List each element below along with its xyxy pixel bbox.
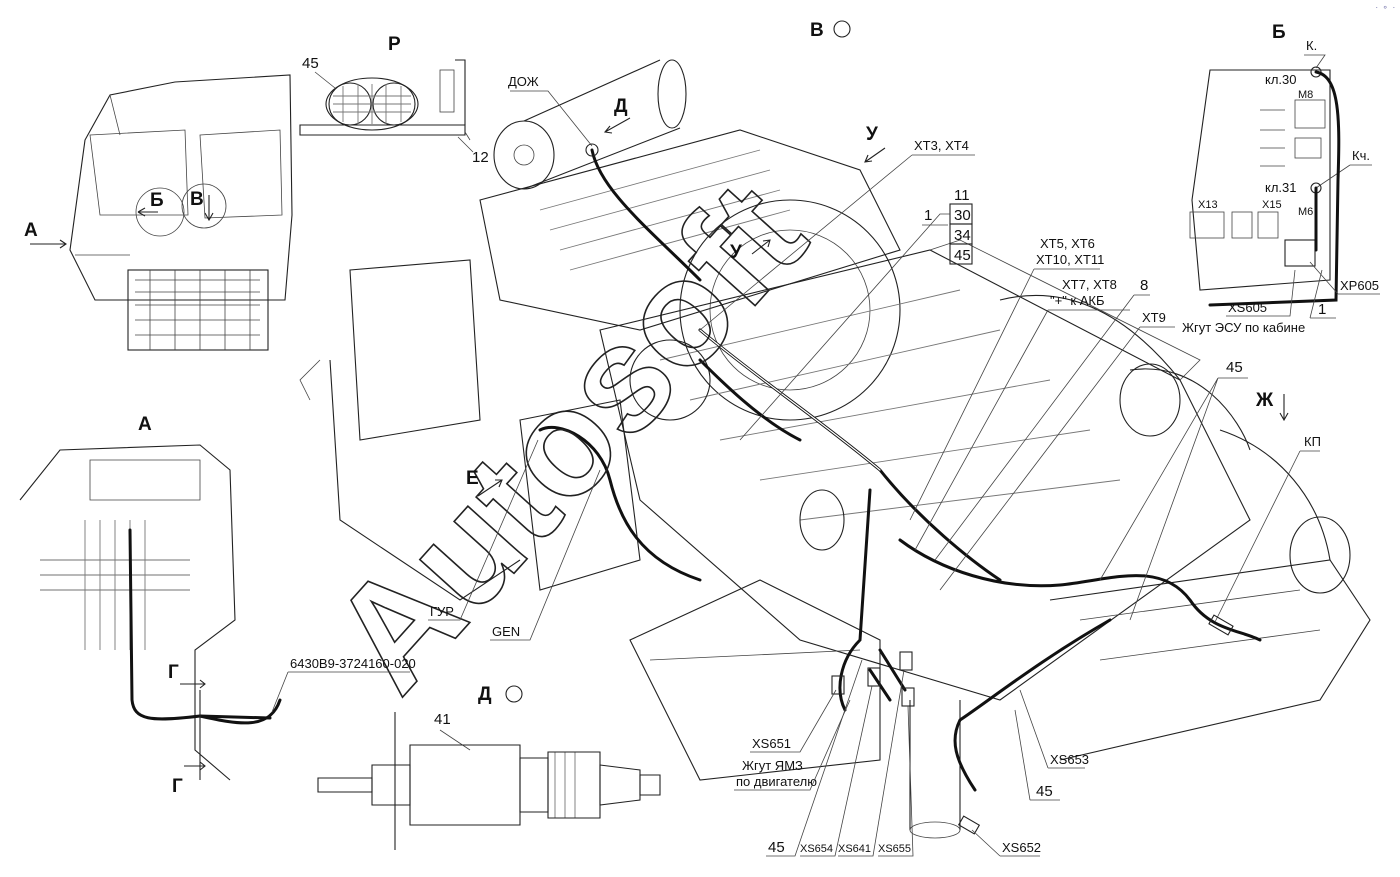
- callout-kch: Кч.: [1352, 148, 1370, 163]
- callout-box-45: 45: [954, 247, 971, 264]
- view-a-top-label: А: [138, 414, 152, 435]
- callout-xs651: ХS651: [752, 736, 791, 751]
- watermark: Autosoft: [298, 150, 837, 722]
- view-b-cab-label: Б: [150, 190, 164, 211]
- callout-xs654: ХS654: [800, 843, 833, 855]
- callout-xs652: ХS652: [1002, 840, 1041, 855]
- callout-part-number: 6430В9-3724160-020: [290, 656, 416, 671]
- section-g1-label: Г: [168, 662, 179, 683]
- callout-8: 8: [1140, 277, 1148, 294]
- callout-box-1: 1: [924, 207, 932, 224]
- view-u2-label: У: [730, 242, 742, 263]
- callout-box-stack: 11 30 34 45 1: [739, 187, 973, 441]
- callout-plus-akb: "+" к АКБ: [1050, 293, 1105, 308]
- callout-kl31: кл.31: [1265, 180, 1297, 195]
- view-b-top-label: Б: [1272, 22, 1286, 43]
- view-u1-label: У: [866, 124, 878, 145]
- watermark-text: Autosoft: [299, 151, 836, 722]
- callout-xt10-xt11: ХТ10, ХТ11: [1036, 252, 1104, 267]
- view-e-label: Е: [466, 468, 479, 489]
- callout-xp605: ХР605: [1340, 278, 1379, 293]
- callout-kp: КП: [1304, 434, 1321, 449]
- callout-box-11: 11: [954, 187, 970, 204]
- view-d-detail-group: Д 41: [317, 684, 661, 850]
- callout-xs655: ХS655: [878, 843, 911, 855]
- callout-45-right: 45: [1226, 359, 1243, 376]
- engine-assembly-drawing: [299, 59, 1371, 839]
- xs651-connector-icon: [831, 675, 845, 695]
- callout-m6: М6: [1298, 206, 1313, 218]
- view-d-detail-label: Д: [478, 684, 492, 705]
- callout-box-34: 34: [954, 227, 971, 244]
- callout-x13: Х13: [1198, 199, 1218, 211]
- callout-xt9: ХТ9: [1142, 310, 1166, 325]
- view-v-top-label: В: [810, 20, 824, 41]
- callout-xt3-xt4: ХТ3, ХТ4: [914, 138, 969, 153]
- wiring-harness: [538, 148, 1262, 792]
- view-d-rotation-icon: [505, 685, 523, 703]
- xs641-connector-icon: [899, 651, 913, 671]
- section-g2-label: Г: [172, 776, 183, 797]
- view-b-detail-group: Б К. кл.30 М8 Кч. кл.31 М6 Х13 Х15 ХР605…: [1182, 22, 1380, 335]
- callout-zhgut-yamz: Жгут ЯМЗ: [742, 758, 803, 773]
- corner-dots-decoration: ∙ ∘ ∙: [1375, 2, 1396, 12]
- cab-view-group: Б В А: [24, 74, 293, 351]
- callout-dozh: ДОЖ: [508, 74, 539, 89]
- xs652-connector-icon: [957, 815, 981, 835]
- callout-xt5-xt6: ХТ5, ХТ6: [1040, 236, 1095, 251]
- view-d-label: Д: [614, 96, 628, 117]
- callout-po-dvigatelyu: по двигателю: [736, 774, 817, 789]
- view-a-detail-group: А Г Г 6430В9-3724160-020: [19, 414, 416, 797]
- callout-45-top: 45: [302, 55, 319, 72]
- callout-xs641: ХS641: [838, 843, 871, 855]
- callout-45-bottom: 45: [768, 839, 785, 856]
- view-v-rotation-icon: [833, 20, 851, 38]
- callout-xt7-xt8: ХТ7, ХТ8: [1062, 277, 1117, 292]
- callout-xs653: ХS653: [1050, 752, 1089, 767]
- callout-45-bottom2: 45: [1036, 783, 1053, 800]
- callout-12: 12: [472, 149, 489, 166]
- callout-xs605: ХS605: [1228, 300, 1267, 315]
- view-r-group: Р 45 12: [299, 34, 489, 166]
- kp-connector-icon: [1208, 614, 1234, 636]
- callout-k-dot: К.: [1306, 38, 1317, 53]
- callout-m8: М8: [1298, 89, 1313, 101]
- dozh-sensor-icon: [585, 143, 599, 157]
- view-v-cab-label: В: [190, 189, 204, 210]
- callout-1-cab: 1: [1318, 301, 1326, 318]
- callout-x15: Х15: [1262, 199, 1282, 211]
- callout-gur: ГУР: [430, 604, 454, 619]
- callout-zhgut-esu: Жгут ЭСУ по кабине: [1182, 320, 1305, 335]
- view-r-label: Р: [388, 34, 401, 55]
- callout-kl30: кл.30: [1265, 72, 1297, 87]
- xs654-connector-icon: [867, 667, 881, 687]
- view-zh-label: Ж: [1255, 390, 1274, 411]
- callout-box-30: 30: [954, 207, 971, 224]
- view-a-arrow-label: А: [24, 220, 38, 241]
- callout-41: 41: [434, 711, 451, 728]
- callout-gen: GEN: [492, 624, 520, 639]
